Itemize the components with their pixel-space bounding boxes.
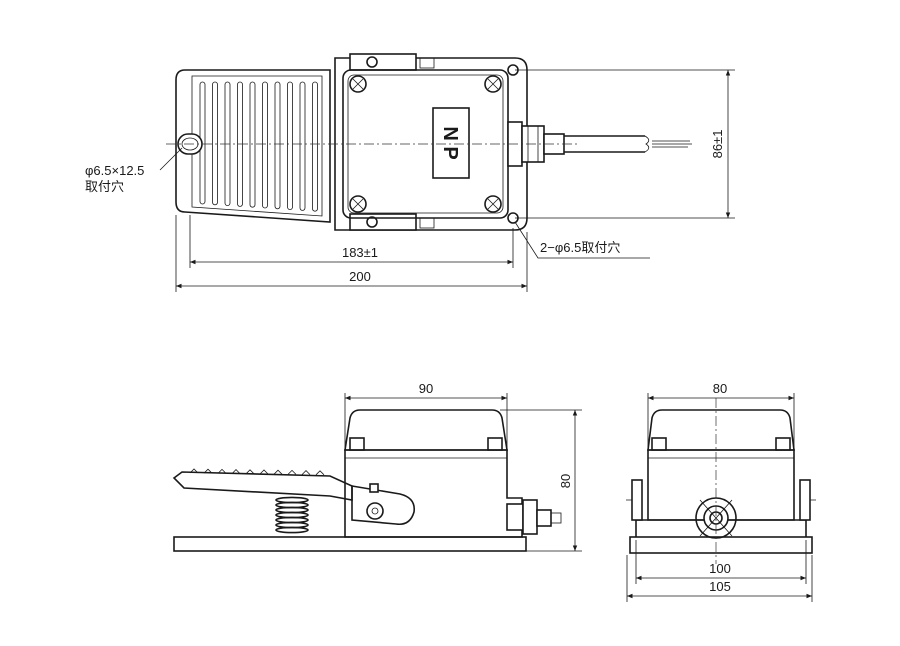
dim-86: 86±1 <box>710 130 725 159</box>
pedal-outline <box>175 69 331 223</box>
front-view: 80 100 105 <box>626 381 816 602</box>
pedal-grip-bump <box>231 469 241 474</box>
pedal-grip-bump <box>315 470 325 476</box>
pedal-grip-bump <box>189 468 199 474</box>
pedal-grip-bump <box>217 468 227 474</box>
pedal-rib <box>212 81 218 206</box>
dim-80-width: 80 <box>713 381 727 396</box>
pedal-rib <box>249 81 256 208</box>
spring-coil <box>275 526 309 534</box>
pedal-grip <box>189 468 325 476</box>
nameplate-text: N P <box>439 126 461 159</box>
pedal-grip-bump <box>301 470 311 475</box>
pedal-rib <box>299 81 306 211</box>
slot-hole-label: φ6.5×12.5 <box>85 163 144 178</box>
spring <box>275 496 309 534</box>
cable <box>564 135 692 153</box>
top-view: N P φ6.5×12.5 取付穴 2−φ6.5取付穴 183±1 200 <box>85 53 735 292</box>
dim-80-height: 80 <box>558 474 573 488</box>
side-body <box>344 449 523 538</box>
pedal-grip-bump <box>245 469 255 475</box>
front-body <box>647 449 795 521</box>
nameplate <box>432 107 470 179</box>
side-pedal <box>172 471 353 501</box>
pedal-grip-bump <box>273 469 283 475</box>
side-hinge <box>351 485 416 526</box>
side-base-plate <box>173 536 527 552</box>
corner-screws <box>349 75 502 213</box>
pedal-ribs <box>199 81 318 212</box>
dim-90: 90 <box>419 381 433 396</box>
pedal-rib <box>274 81 281 210</box>
pedal-grip-bump <box>259 469 269 475</box>
side-view: 90 80 <box>172 381 582 552</box>
pedal-rib <box>262 81 268 209</box>
dim-200: 200 <box>349 269 371 284</box>
dim-100: 100 <box>709 561 731 576</box>
front-base <box>629 536 813 554</box>
front-lid <box>647 409 795 451</box>
pedal-rib <box>312 81 318 212</box>
dim-105: 105 <box>709 579 731 594</box>
pedal-grip-bump <box>287 469 297 475</box>
mount-hole-label: 2−φ6.5取付穴 <box>540 240 620 255</box>
slot-hole-label-2: 取付穴 <box>85 179 124 194</box>
pedal-grip-bump <box>203 468 213 474</box>
side-lid <box>344 409 508 451</box>
pedal-rib <box>287 81 293 210</box>
dim-183: 183±1 <box>342 245 378 260</box>
